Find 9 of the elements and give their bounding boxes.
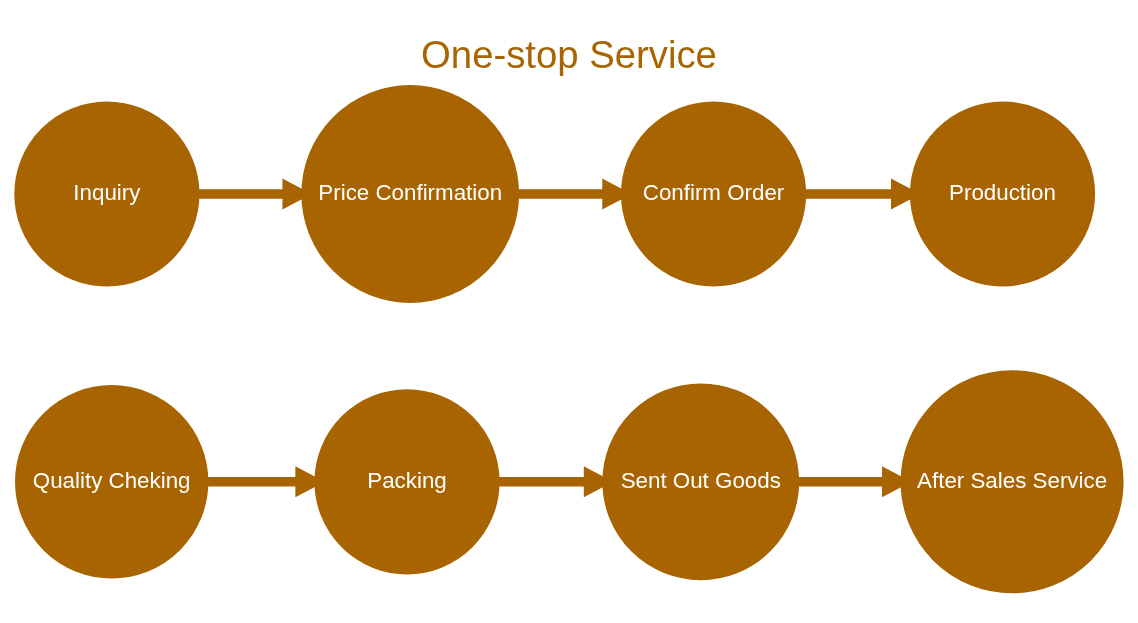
node-circle: Price Confirmation	[301, 84, 520, 303]
node-circle: Sent Out Goods	[602, 382, 800, 580]
diagram-title: One-stop Service	[421, 32, 717, 76]
node-circle: After Sales Service	[900, 369, 1124, 593]
node-circle: Quality Cheking	[15, 384, 209, 578]
node-circle: Inquiry	[14, 100, 200, 287]
node-circle: Production	[909, 100, 1096, 287]
node-circle: Confirm Order	[620, 100, 807, 287]
node-circle: Packing	[314, 388, 500, 574]
